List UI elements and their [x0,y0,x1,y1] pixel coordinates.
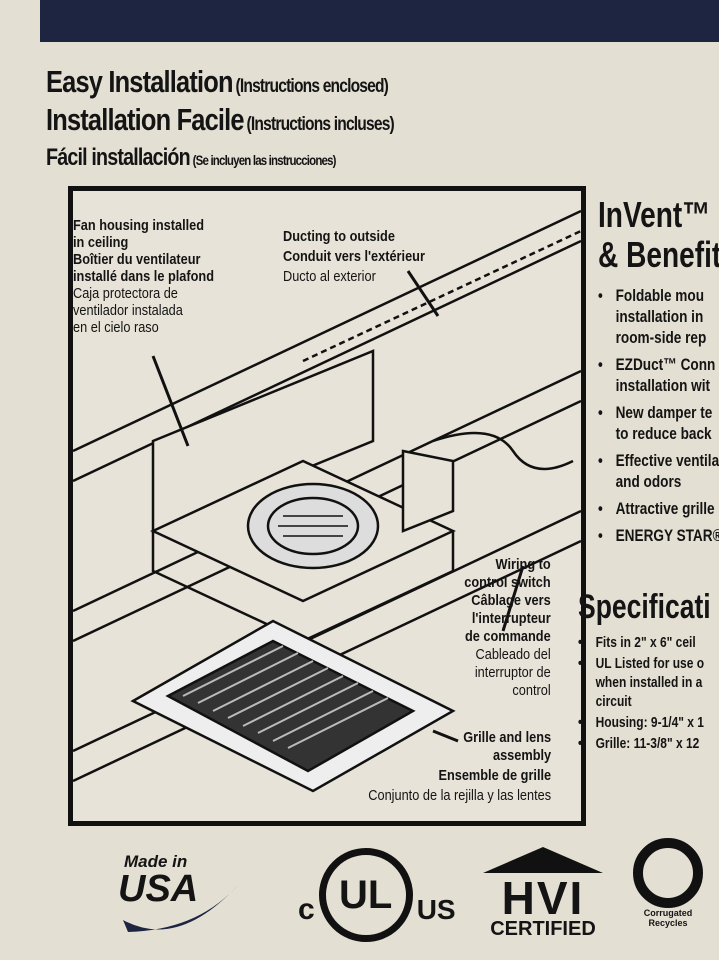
features-section: InVent™ & Benefit Foldable mouinstallati… [598,195,719,547]
spec-item: Fits in 2" x 6" ceil [578,633,714,652]
spec-item: Grille: 11-3/8" x 12 [578,734,714,753]
feature-item: ENERGY STAR® qu [598,525,719,546]
fan-illustration [73,209,581,793]
box-top-band [40,0,719,42]
hvi-certified-logo: HVI CERTIFIED [483,845,603,941]
corrugated-recycles-logo: Corrugated Recycles [630,838,706,928]
ul-listed-logo: c UL US [298,848,456,942]
made-in-usa-logo: Made in USA [118,852,238,932]
specifications-section: Specificati Fits in 2" x 6" ceil UL List… [578,588,719,753]
flag-swoosh-icon [123,885,238,932]
heading-spanish: Fácil installación (Se incluyen las inst… [46,144,336,171]
recycle-box-icon [633,838,703,908]
house-roof-icon [483,847,603,873]
heading-french: Installation Facile (Instructions inclus… [46,102,395,137]
heading-english: Easy Installation (Instructions enclosed… [46,64,389,99]
spec-item: Housing: 9-1/4" x 1 [578,713,714,732]
feature-item: Attractive grille s [598,498,719,519]
